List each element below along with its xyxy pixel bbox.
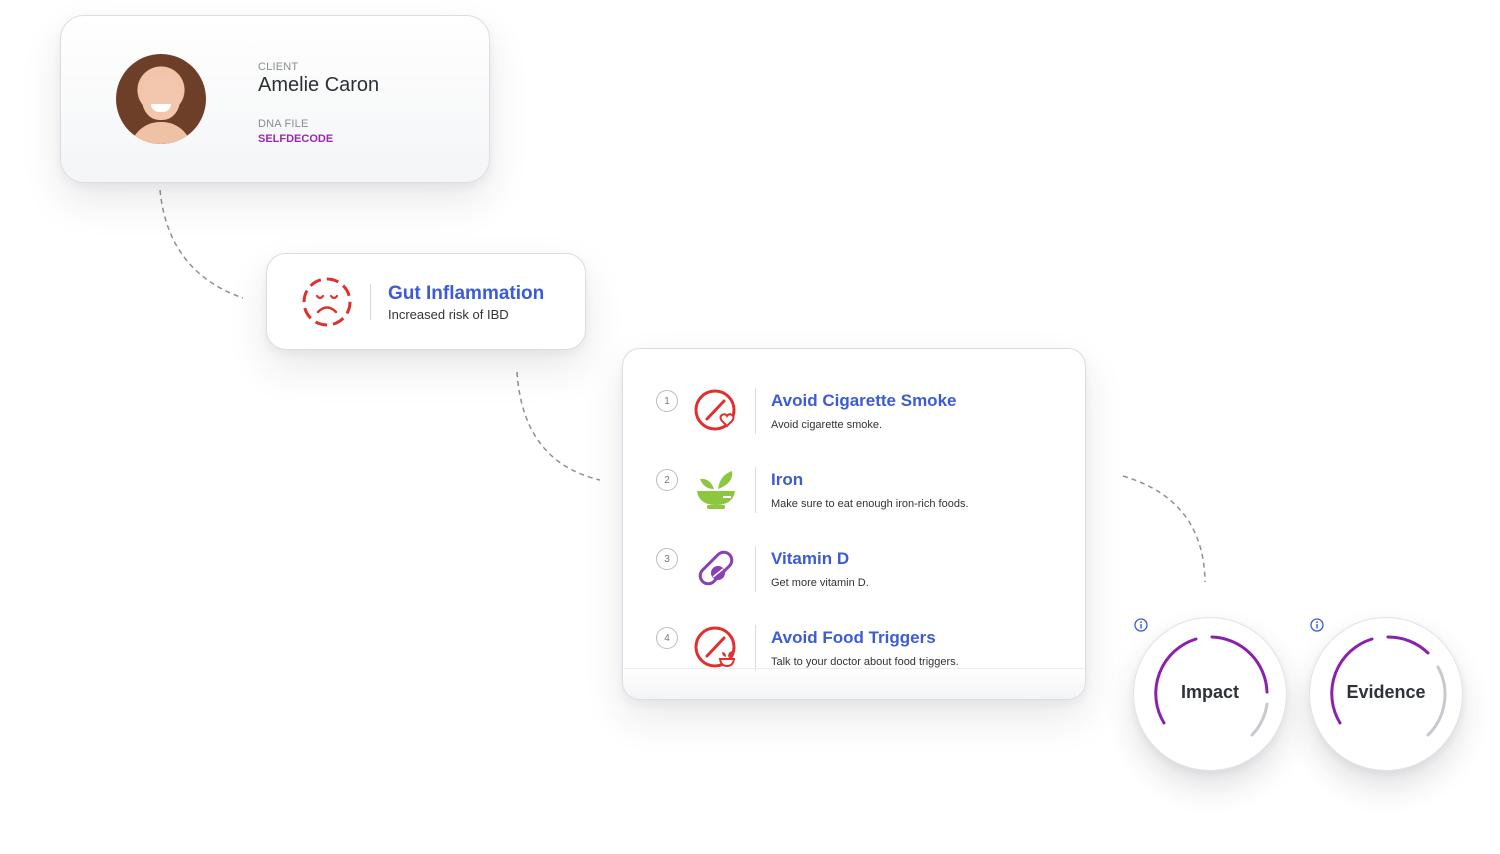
divider (755, 467, 756, 513)
leafy-bowl-icon (697, 471, 735, 509)
dna-file-value: SELFDECODE (258, 133, 334, 145)
gauge-label: Evidence (1346, 682, 1426, 702)
step-number: 4 (656, 627, 678, 649)
recommendation-description: Talk to your doctor about food triggers. (771, 656, 959, 668)
step-number: 3 (656, 548, 678, 570)
impact-gauge[interactable]: Impact (1133, 617, 1287, 771)
recommendation-title[interactable]: Vitamin D (771, 549, 850, 568)
condition-subtitle: Increased risk of IBD (388, 307, 509, 322)
divider (755, 388, 756, 434)
recommendation-item[interactable]: 1 Avoid Cigarette Smoke Avoid cigarette … (623, 364, 1085, 434)
divider (755, 546, 756, 592)
dna-file-label: DNA FILE (258, 118, 309, 130)
info-icon[interactable] (1310, 618, 1324, 632)
divider (370, 284, 371, 320)
recommendation-title[interactable]: Avoid Cigarette Smoke (771, 391, 957, 410)
gauge-label: Impact (1180, 682, 1240, 702)
client-card[interactable]: CLIENT Amelie Caron DNA FILE SELFDECODE (60, 15, 490, 183)
impact-gauge-arc (1154, 635, 1269, 737)
client-name: Amelie Caron (258, 74, 380, 96)
info-icon[interactable] (1134, 618, 1148, 632)
evidence-gauge[interactable]: Evidence (1309, 617, 1463, 771)
condition-card[interactable]: Gut Inflammation Increased risk of IBD (266, 253, 586, 350)
pill-icon (698, 550, 734, 586)
client-label: CLIENT (258, 61, 299, 73)
step-number: 2 (656, 469, 678, 491)
avatar (116, 54, 206, 144)
step-number: 1 (656, 390, 678, 412)
recommendation-title[interactable]: Avoid Food Triggers (771, 628, 936, 647)
recommendation-title[interactable]: Iron (771, 470, 804, 489)
sad-face-icon (302, 277, 352, 327)
recommendation-item[interactable]: 3 Vitamin D Get more vitamin D. (623, 522, 1085, 592)
avoid-food-icon (694, 626, 736, 668)
condition-title[interactable]: Gut Inflammation (388, 283, 545, 304)
recommendation-item[interactable]: 2 Iron Make sure to eat enough iron-rich… (623, 443, 1085, 513)
divider (755, 625, 756, 671)
recommendation-item[interactable]: 4 Avoid Food Triggers Talk to your docto… (623, 601, 1085, 671)
recommendations-card: 1 Avoid Cigarette Smoke Avoid cigarette … (622, 348, 1086, 700)
recommendation-description: Make sure to eat enough iron-rich foods. (771, 498, 969, 510)
list-fade (623, 668, 1085, 699)
recommendation-description: Avoid cigarette smoke. (771, 419, 883, 431)
no-smoking-icon (694, 389, 736, 431)
recommendation-description: Get more vitamin D. (771, 577, 869, 589)
evidence-gauge-arc (1330, 635, 1447, 737)
